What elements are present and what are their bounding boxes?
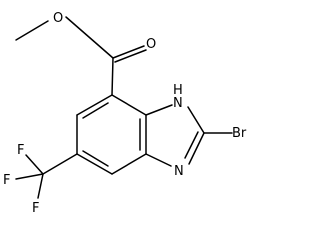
ring-bond-c6-c7 (76, 153, 113, 175)
cf3-to-fluorine-left-bond (15, 173, 44, 180)
imine-nitrogen-label: N (174, 164, 184, 179)
ring-bond-c7-c7a (111, 153, 147, 175)
ester-oxygen-label: O (53, 11, 63, 26)
fluorine-left-label: F (3, 173, 10, 188)
ring-bond-c4-c5-inner (82, 102, 109, 119)
ring-bond-c2-n-double (184, 131, 199, 159)
cf3-to-fluorine-top-bond (25, 154, 44, 175)
ring-to-cf3-bond (42, 153, 78, 175)
cf3-to-fluorine-bottom-bond (37, 173, 44, 199)
methyl-to-oxygen-bond (15, 20, 49, 41)
ring-bond-nh-c2 (187, 106, 205, 134)
fluorine-top-label: F (17, 143, 24, 158)
ring-bond-c3a-c4 (111, 94, 147, 116)
carbonyl-to-ring-bond (111, 57, 114, 96)
carbonyl-double-bond-a (112, 45, 145, 59)
fluorine-bottom-label: F (32, 201, 39, 216)
carbonyl-double-bond-b (114, 49, 147, 63)
bromine-label: Br (232, 126, 247, 141)
ring-bond-c4-c5 (76, 94, 113, 116)
ring-bond-n-c7a (145, 153, 172, 167)
ring-bond-c6-c7-inner (82, 150, 109, 167)
ring-bond-c2-n (188, 132, 205, 165)
ester-oxygen-to-carbonyl-bond (65, 16, 114, 59)
ring-bond-c3a-nh (145, 104, 173, 116)
carbonyl-oxygen-label: O (146, 37, 156, 52)
